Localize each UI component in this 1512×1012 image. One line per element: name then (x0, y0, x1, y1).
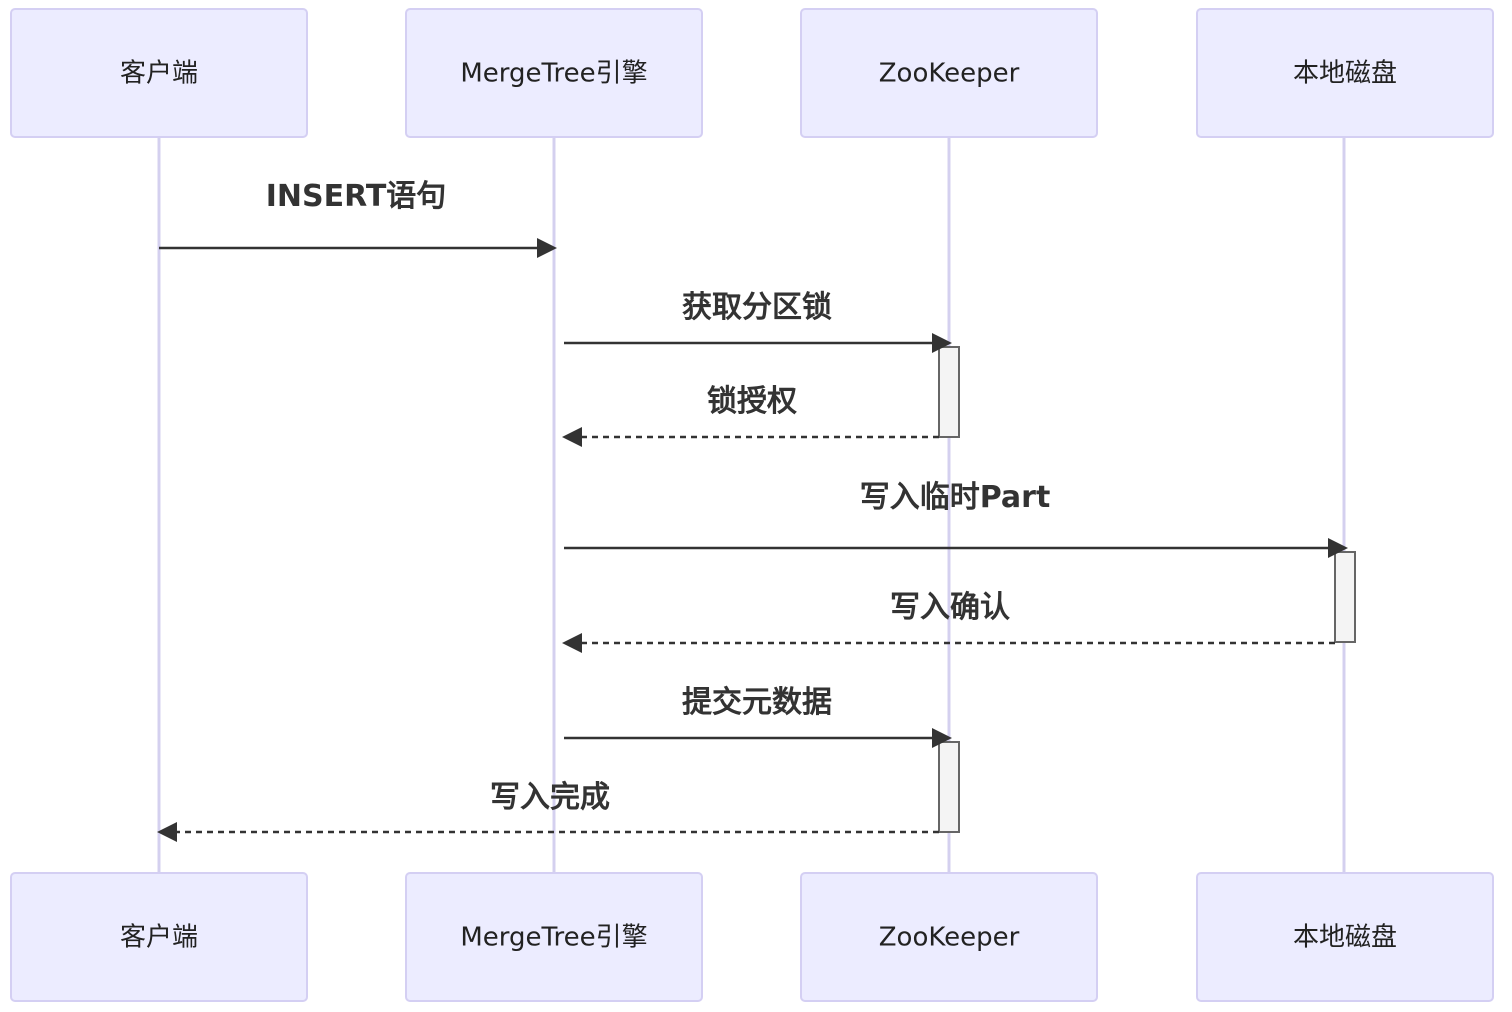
message-label: 提交元数据 (682, 685, 832, 720)
arrowhead (932, 333, 952, 353)
activation-zookeeper-commit (938, 741, 960, 833)
participant-disk-top: 本地磁盘 (1196, 8, 1494, 138)
message-label: 写入确认 (890, 590, 1010, 625)
activation-disk-write (1334, 551, 1356, 643)
participant-engine-top: MergeTree引擎 (405, 8, 703, 138)
arrowhead (932, 728, 952, 748)
participant-client-bottom: 客户端 (10, 872, 308, 1002)
participant-label: 客户端 (120, 923, 198, 953)
participant-label: MergeTree引擎 (460, 923, 647, 953)
message-commit-metadata: 提交元数据 (564, 685, 952, 748)
participant-label: ZooKeeper (879, 923, 1020, 953)
message-label: 写入临时Part (860, 480, 1051, 515)
arrowhead (537, 238, 557, 258)
participant-disk-bottom: 本地磁盘 (1196, 872, 1494, 1002)
participant-label: 客户端 (120, 59, 198, 89)
message-label: 锁授权 (707, 384, 797, 419)
participant-zookeeper-top: ZooKeeper (800, 8, 1098, 138)
participant-client-top: 客户端 (10, 8, 308, 138)
activation-zookeeper-lock (938, 346, 960, 438)
participant-label: 本地磁盘 (1293, 923, 1397, 953)
message-label: INSERT语句 (266, 179, 447, 214)
arrowhead (1328, 538, 1348, 558)
message-label: 写入完成 (490, 780, 610, 815)
message-write-temp-part: 写入临时Part (564, 480, 1348, 558)
participant-label: MergeTree引擎 (460, 59, 647, 89)
participant-label: ZooKeeper (879, 59, 1020, 89)
participant-engine-bottom: MergeTree引擎 (405, 872, 703, 1002)
message-acquire-partition-lock: 获取分区锁 (564, 290, 952, 353)
message-label: 获取分区锁 (682, 290, 832, 325)
arrowhead (157, 822, 177, 842)
participant-zookeeper-bottom: ZooKeeper (800, 872, 1098, 1002)
message-write-ack: 写入确认 (562, 590, 1335, 653)
arrowhead (562, 633, 582, 653)
message-insert-statement: INSERT语句 (159, 179, 557, 258)
message-lock-granted: 锁授权 (562, 384, 939, 447)
message-write-complete: 写入完成 (157, 780, 939, 842)
participant-label: 本地磁盘 (1293, 59, 1397, 89)
arrowhead (562, 427, 582, 447)
